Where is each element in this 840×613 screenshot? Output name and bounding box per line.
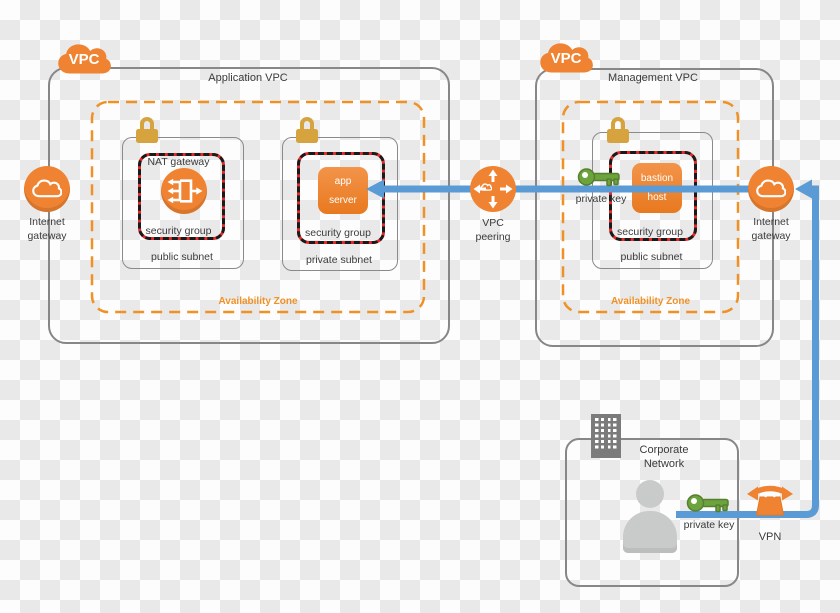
peering-connection-arrow (366, 179, 750, 199)
public-subnet-box-mgmt (592, 132, 713, 269)
management-vpc-title: Management VPC (608, 72, 698, 84)
vpc-badge-label-app: VPC (68, 51, 100, 68)
user-icon-head (636, 480, 664, 508)
lock-icon-app-private (296, 117, 318, 143)
vpc-badge-label-mgmt: VPC (550, 50, 582, 67)
internet-gateway-icon-right (748, 166, 794, 212)
bastion-label-line2: host (647, 192, 667, 203)
nat-gateway-label: NAT gateway (147, 156, 210, 168)
corporate-network-title: Corporate Network (639, 444, 689, 470)
user-icon-body (623, 511, 677, 553)
private-key-label-corporate: private key (683, 519, 735, 531)
public-subnet-label-mgmt: public subnet (620, 251, 683, 263)
vpc-badge-icon-app: VPC (56, 42, 112, 78)
vpn-gateway-icon (746, 480, 794, 522)
security-group-label-nat: security group (145, 225, 212, 237)
private-key-label-bastion: private key (575, 193, 627, 205)
internet-gateway-icon-left (24, 166, 70, 212)
security-group-label-bastion: security group (617, 226, 683, 238)
vpn-connection-line (676, 179, 819, 518)
vpc-peering-label: VPC peering (475, 217, 511, 243)
nat-gateway-icon (161, 168, 207, 214)
availability-zone-label-mgmt: Availability Zone (610, 296, 691, 307)
lock-icon-mgmt-public (607, 117, 629, 143)
public-subnet-box-app (122, 137, 244, 269)
private-subnet-box-app (282, 137, 398, 271)
vpc-badge-icon-mgmt: VPC (538, 41, 594, 77)
app-server-label-line1: app (334, 175, 352, 187)
vpc-peering-icon (470, 166, 516, 212)
availability-zone-border-mgmt (561, 100, 740, 314)
lock-icon-app-public (136, 117, 158, 143)
private-key-icon-bastion (577, 166, 621, 189)
security-group-border-nat (138, 153, 225, 240)
public-subnet-label-app: public subnet (151, 251, 213, 263)
application-vpc-title: Application VPC (208, 72, 288, 84)
security-group-label-app: security group (305, 227, 371, 239)
private-key-icon-corporate (686, 492, 730, 515)
bastion-label-line1: bastion (640, 173, 674, 184)
vpn-label: VPN (758, 531, 782, 543)
security-group-border-bastion (609, 151, 697, 241)
app-server-label-line2: server (329, 194, 357, 206)
private-subnet-label-app: private subnet (306, 254, 372, 266)
availability-zone-border-app (90, 100, 426, 314)
availability-zone-label-app: Availability Zone (218, 296, 298, 307)
internet-gateway-label-right: Internet gateway (751, 216, 791, 242)
app-server-node: app server (318, 167, 368, 214)
internet-gateway-label-left: Internet gateway (27, 216, 67, 242)
office-building-icon (591, 414, 621, 458)
